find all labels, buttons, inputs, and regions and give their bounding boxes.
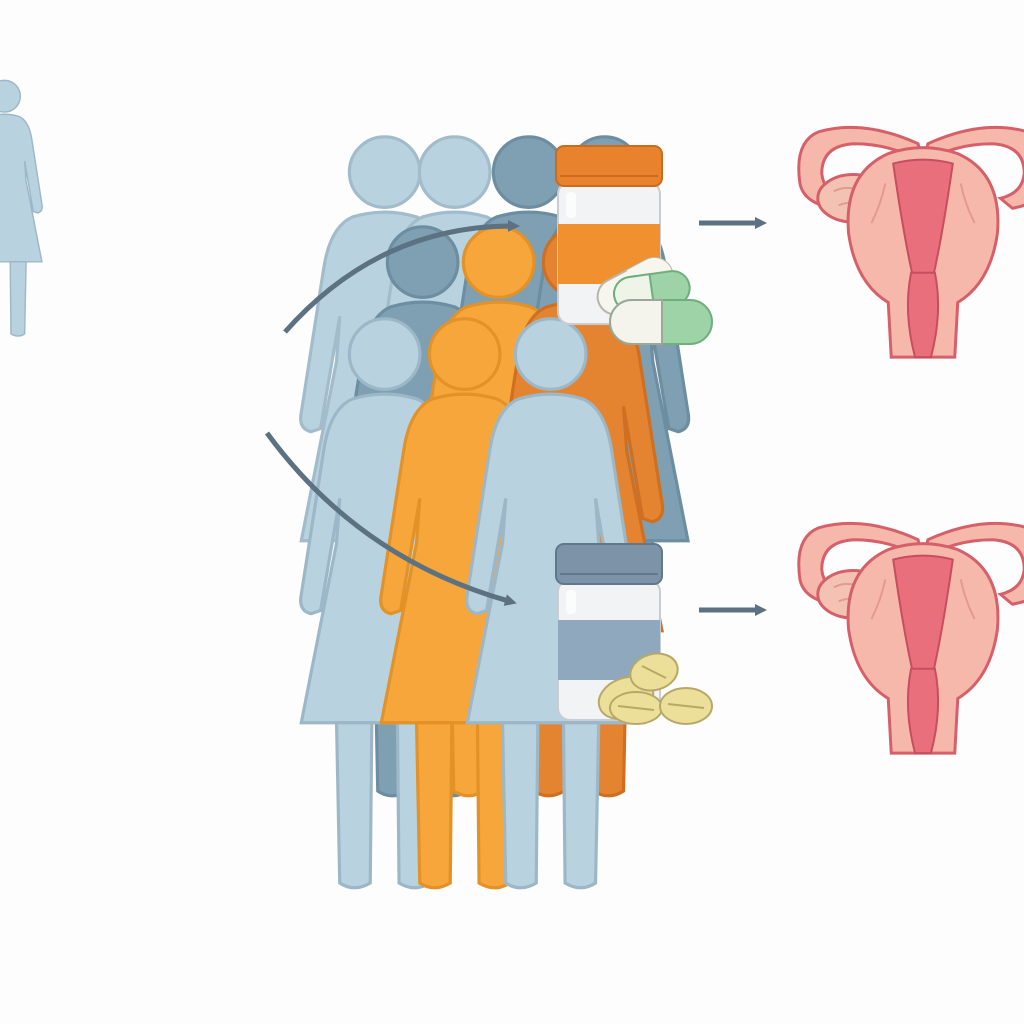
arrow-to-top-medication — [283, 219, 520, 334]
uterus-icon — [797, 125, 1024, 359]
tablet-icon — [629, 652, 679, 692]
tablet-icon — [659, 687, 713, 725]
tablet-icon — [609, 691, 663, 725]
uterus-icon — [797, 521, 1024, 755]
arrow-to-bottom-medication — [264, 431, 517, 606]
woman-figure-icon — [0, 79, 43, 337]
capsule-icon — [609, 299, 713, 345]
